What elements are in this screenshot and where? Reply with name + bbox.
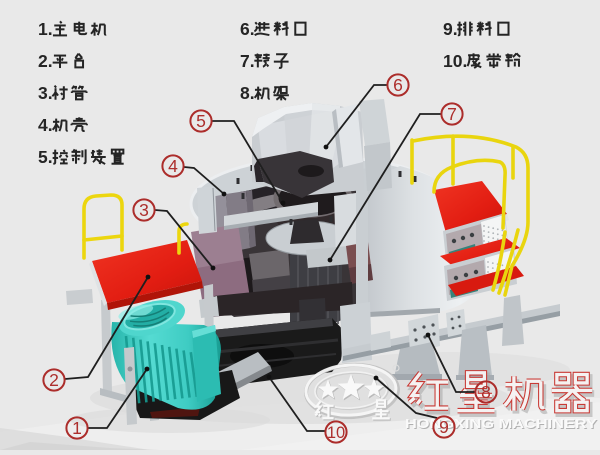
svg-text:4.: 4. — [38, 115, 53, 135]
svg-text:1.: 1. — [38, 19, 53, 39]
svg-text:2.: 2. — [38, 51, 53, 71]
svg-text:4: 4 — [168, 156, 178, 176]
svg-text:8: 8 — [481, 382, 491, 402]
svg-text:6: 6 — [393, 75, 403, 95]
svg-text:5: 5 — [196, 111, 206, 131]
svg-text:5.: 5. — [38, 147, 53, 167]
svg-text:2: 2 — [49, 370, 59, 390]
svg-text:10.: 10. — [443, 51, 467, 71]
svg-text:10: 10 — [327, 424, 345, 442]
svg-text:9: 9 — [439, 417, 449, 437]
svg-text:1: 1 — [72, 418, 82, 438]
svg-text:3.: 3. — [38, 83, 53, 103]
svg-text:3: 3 — [139, 200, 149, 220]
svg-text:9.: 9. — [443, 19, 458, 39]
svg-text:8.: 8. — [240, 83, 255, 103]
svg-text:7: 7 — [447, 104, 457, 124]
svg-text:6.: 6. — [240, 19, 255, 39]
svg-text:7.: 7. — [240, 51, 255, 71]
